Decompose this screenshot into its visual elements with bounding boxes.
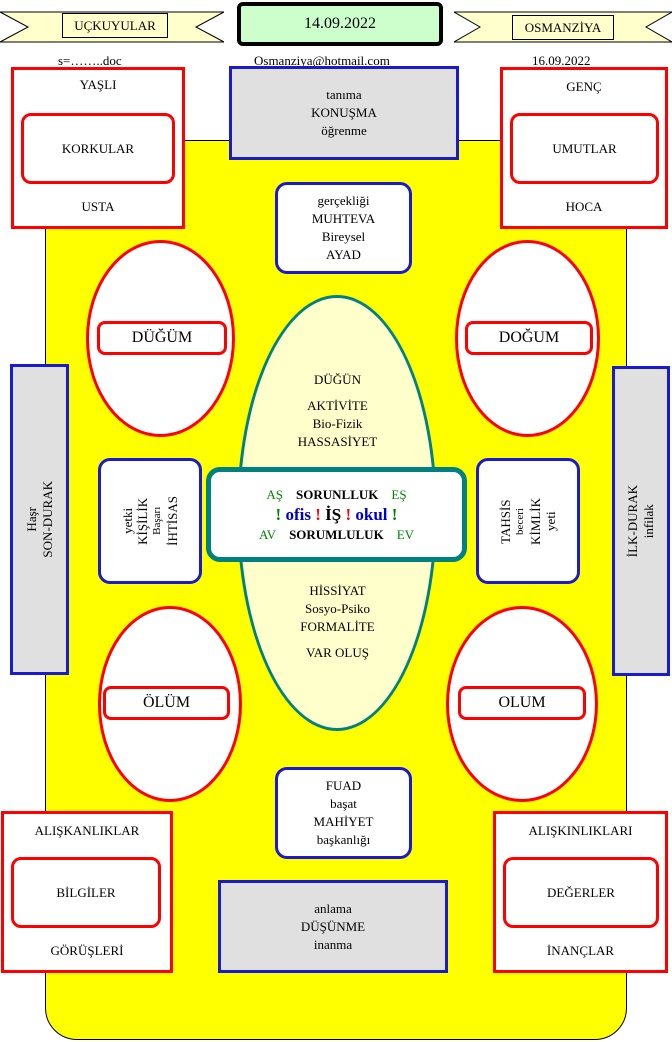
date-box: 14.09.2022 [237, 2, 443, 46]
bottom-box-line2: DÜŞÜNME [300, 918, 366, 934]
pill-bottom-left: ÖLÜM [103, 686, 230, 720]
bottom-box-line3: inanma [313, 936, 353, 952]
corner-tr-bottom: HOCA [565, 199, 603, 214]
corner-tr-inner-label: UMUTLAR [552, 140, 617, 156]
side-left-box: Haşr SON-DURAK [10, 364, 69, 675]
center-row2: ! ofis ! İŞ ! okul ! [276, 505, 398, 525]
center-top-line3: Bio-Fizik [312, 416, 363, 431]
center-top-line4: HASSASİYET [297, 434, 378, 449]
corner-tr-top: GENÇ [566, 79, 602, 94]
mid-right-line4: yeti [543, 511, 558, 531]
corner-tl-top: YAŞLI [79, 77, 117, 92]
date-center: 14.09.2022 [304, 15, 376, 32]
top-box-line3: öğrenme [321, 123, 367, 138]
side-right-line2: infilak [641, 504, 656, 538]
file-label: s=……..doc [58, 53, 122, 68]
center-top-line1: DÜĞÜN [314, 372, 361, 387]
upper-round-line3: Bireysel [321, 229, 366, 244]
corner-tl-inner: KORKULAR [21, 113, 175, 184]
bang-4: ! [391, 504, 398, 524]
row3-left: AV [258, 526, 277, 542]
lower-round-line2: başat [330, 796, 357, 811]
mid-left-text: yetki KİŞİLİK Başarı İHTİSAS [120, 496, 180, 546]
corner-br-inner: DEĞERLER [503, 857, 659, 928]
row3-right: EV [396, 526, 415, 542]
upper-round-line2: MUHTEVA [311, 211, 376, 226]
pill-top-left: DÜĞÜM [97, 321, 227, 355]
right-ribbon-label-box: OSMANZİYA [512, 15, 614, 40]
pill-bottom-left-label: ÖLÜM [142, 694, 191, 711]
corner-bl-inner-label: BİLGİLER [56, 884, 116, 900]
right-ribbon-label: OSMANZİYA [524, 19, 602, 35]
corner-tl-bottom: USTA [81, 199, 115, 214]
top-box-line2: KONUŞMA [311, 105, 377, 120]
center-box: AŞ SORUNLLUK EŞ ! ofis ! İŞ ! okul ! AV … [206, 467, 467, 562]
side-right-box: İLK-DURAK infilak [612, 366, 670, 676]
lower-round-line3: MAHİYET [313, 814, 374, 829]
upper-round-line1: gerçekliği [317, 193, 370, 208]
pill-bottom-right-label: OLUM [498, 694, 546, 711]
mid-left-line4: İHTİSAS [165, 496, 180, 546]
row3-mid: SORUMLULUK [289, 526, 384, 542]
mid-right-line2: beceri [514, 507, 526, 535]
center-row1: AŞ SORUNLLUK EŞ [266, 487, 406, 503]
side-left-line2: SON-DURAK [39, 481, 55, 558]
mid-right-text: TAHSİS beceri KİMLİK yeti [498, 498, 558, 545]
side-right-line1: İLK-DURAK [625, 484, 640, 558]
mid-left-line2: KİŞİLİK [135, 497, 150, 545]
row1-left: AŞ [266, 486, 284, 502]
word-is: İŞ [325, 504, 342, 524]
center-top-line2: AKTİVİTE [307, 398, 368, 413]
side-right-text: İLK-DURAK infilak [625, 485, 657, 557]
side-left-line1: Haşr [23, 507, 39, 532]
corner-tr-inner: UMUTLAR [510, 113, 659, 184]
center-top-text: DÜĞÜN AKTİVİTE Bio-Fizik HASSASİYET [260, 365, 415, 457]
date-right: 16.09.2022 [532, 53, 591, 68]
bottom-box: anlama DÜŞÜNME inanma [218, 880, 448, 973]
bottom-box-line1: anlama [314, 900, 352, 916]
corner-br-bottom: İNANÇLAR [546, 943, 615, 958]
lower-round-box: FUAD başat MAHİYET başkanlığı [275, 767, 412, 859]
corner-bl-bottom: GÖRÜŞLERİ [50, 943, 124, 958]
left-ribbon-label-box: UÇKUYULAR [62, 13, 168, 38]
mid-left-line3: Başarı [151, 506, 163, 536]
pill-top-right: DOĞUM [465, 321, 593, 355]
corner-br-top: ALIŞKINLIKLARI [528, 823, 633, 838]
pill-top-left-label: DÜĞÜM [131, 329, 193, 346]
email: Osmanziya@hotmail.com [254, 53, 390, 68]
top-box: tanıma KONUŞMA öğrenme [229, 66, 459, 160]
corner-bl-inner: BİLGİLER [11, 857, 161, 928]
word-ofis: ofis [285, 504, 311, 524]
upper-round-box: gerçekliği MUHTEVA Bireysel AYAD [275, 182, 412, 274]
mid-right-line1: TAHSİS [498, 498, 513, 544]
top-box-line1: tanıma [326, 87, 362, 102]
center-row3: AV SORUMLULUK EV [259, 527, 414, 543]
side-left-text: Haşr SON-DURAK [24, 481, 56, 558]
center-bottom-line2: Sosyo-Psiko [304, 601, 371, 616]
pill-bottom-right: OLUM [458, 686, 586, 720]
mid-left-box: yetki KİŞİLİK Başarı İHTİSAS [98, 458, 202, 584]
pill-top-right-label: DOĞUM [498, 329, 560, 346]
row1-right: EŞ [391, 486, 407, 502]
lower-round-line1: FUAD [325, 778, 362, 793]
center-bottom-line4: VAR OLUŞ [306, 645, 369, 660]
center-bottom-text: HİSSİYAT Sosyo-Psiko FORMALİTE VAR OLUŞ [260, 576, 415, 668]
center-bottom-line3: FORMALİTE [300, 619, 375, 634]
center-bottom-line1: HİSSİYAT [309, 583, 366, 598]
lower-round-line4: başkanlığı [316, 832, 371, 847]
mid-right-box: TAHSİS beceri KİMLİK yeti [476, 458, 580, 584]
mid-right-line3: KİMLİK [528, 497, 543, 545]
corner-bl-top: ALIŞKANLIKLAR [34, 823, 140, 838]
left-ribbon-label: UÇKUYULAR [74, 17, 156, 33]
corner-tl-inner-label: KORKULAR [61, 140, 135, 156]
row1-mid: SORUNLLUK [296, 486, 379, 502]
corner-br-inner-label: DEĞERLER [547, 884, 615, 900]
bang-1: ! [275, 504, 282, 524]
upper-round-line4: AYAD [326, 247, 361, 262]
bang-2: ! [315, 504, 321, 524]
mid-left-line1: yetki [120, 508, 135, 534]
bang-3: ! [345, 504, 352, 524]
word-okul: okul [355, 504, 388, 524]
